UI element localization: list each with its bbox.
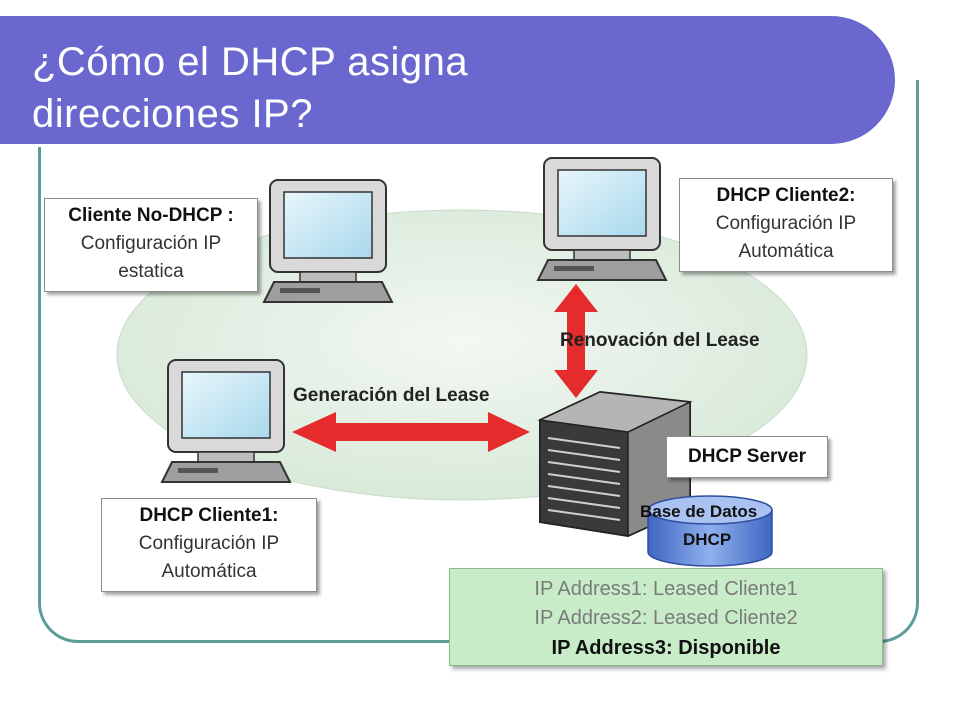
generation-label: Generación del Lease [293, 385, 490, 406]
title-line-2: direcciones IP? [32, 92, 313, 136]
non-dhcp-client-line2: estatica [118, 261, 184, 282]
dhcp-client2-line2: Automática [738, 241, 834, 262]
dhcp-server-title: DHCP Server [688, 446, 806, 467]
dhcp-client1-line1: Configuración IP [138, 533, 280, 554]
slide-title: ¿Cómo el DHCP asigna direcciones IP? [32, 36, 468, 140]
database-label-1: Base de Datos [640, 502, 758, 521]
generation-arrow [292, 412, 530, 452]
dhcp-client1-line2: Automática [161, 561, 257, 582]
ip-row-1: IP Address1: Leased Cliente1 [534, 578, 798, 600]
computer-icon-non-dhcp [262, 179, 394, 303]
title-line-1: ¿Cómo el DHCP asigna [32, 40, 469, 84]
dhcp-client2-title: DHCP Cliente2: [716, 185, 856, 206]
dhcp-server-box: DHCP Server [666, 436, 828, 478]
ip-row-2: IP Address2: Leased Cliente2 [534, 607, 798, 629]
dhcp-client1-title: DHCP Cliente1: [139, 505, 279, 526]
renewal-label: Renovación del Lease [560, 330, 760, 351]
dhcp-client2-box: DHCP Cliente2: Configuración IP Automáti… [679, 178, 893, 272]
non-dhcp-client-box: Cliente No-DHCP : Configuración IP estat… [44, 198, 258, 292]
computer-icon-client1 [160, 359, 292, 483]
title-underline [0, 144, 845, 147]
ip-row-3: IP Address3: Disponible [551, 637, 781, 659]
database-label-2: DHCP [683, 530, 732, 549]
non-dhcp-client-title: Cliente No-DHCP : [68, 205, 234, 226]
ip-address-panel: IP Address1: Leased Cliente1 IP Address2… [449, 568, 883, 666]
title-bar: ¿Cómo el DHCP asigna direcciones IP? [0, 16, 895, 147]
non-dhcp-client-line1: Configuración IP [80, 233, 222, 254]
renewal-arrow [554, 284, 598, 398]
dhcp-client2-line1: Configuración IP [715, 213, 857, 234]
database-icon [647, 495, 773, 567]
computer-icon-client2 [536, 157, 668, 281]
dhcp-client1-box: DHCP Cliente1: Configuración IP Automáti… [101, 498, 317, 592]
